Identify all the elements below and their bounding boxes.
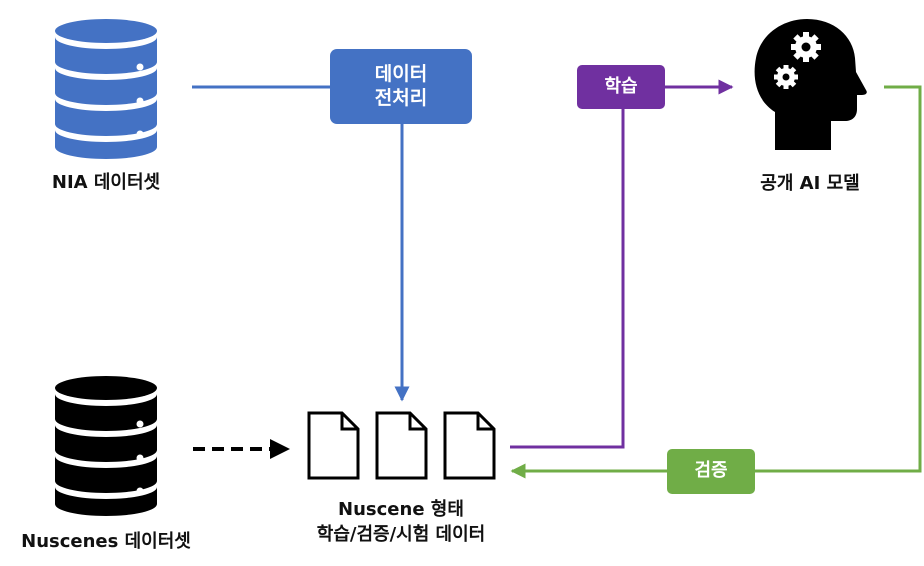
document-icon — [307, 411, 360, 480]
gear-icon — [791, 32, 821, 62]
document-icon — [375, 411, 428, 480]
preprocess-label-line2: 전처리 — [374, 86, 428, 109]
ai-model-label: 공개 AI 모델 — [760, 173, 860, 194]
validation-tag-label: 검증 — [694, 460, 728, 482]
nuscene-data-label: Nuscene 형태 학습/검증/시험 데이터 — [272, 497, 530, 547]
nuscene-data-label-line2: 학습/검증/시험 데이터 — [316, 524, 486, 546]
data-to-train-path — [510, 108, 625, 449]
ai-model-head-icon — [754, 19, 867, 150]
preprocess-label-line1: 데이터 — [374, 62, 428, 85]
gear-icon — [774, 65, 798, 89]
document-icon — [443, 411, 496, 480]
nuscenes-database-icon — [55, 376, 157, 516]
model-to-validation-path — [755, 85, 922, 473]
preprocess-box: 데이터 전처리 — [330, 49, 472, 124]
validation-tag: 검증 — [667, 449, 755, 494]
nuscenes-dataset-label: Nuscenes 데이터셋 — [21, 531, 191, 552]
train-tag: 학습 — [577, 65, 665, 109]
nuscene-data-label-line1: Nuscene 형태 — [338, 499, 464, 520]
nia-dataset-label: NIA 데이터셋 — [51, 172, 161, 193]
train-tag-label: 학습 — [604, 75, 638, 97]
nia-database-icon — [55, 19, 157, 159]
